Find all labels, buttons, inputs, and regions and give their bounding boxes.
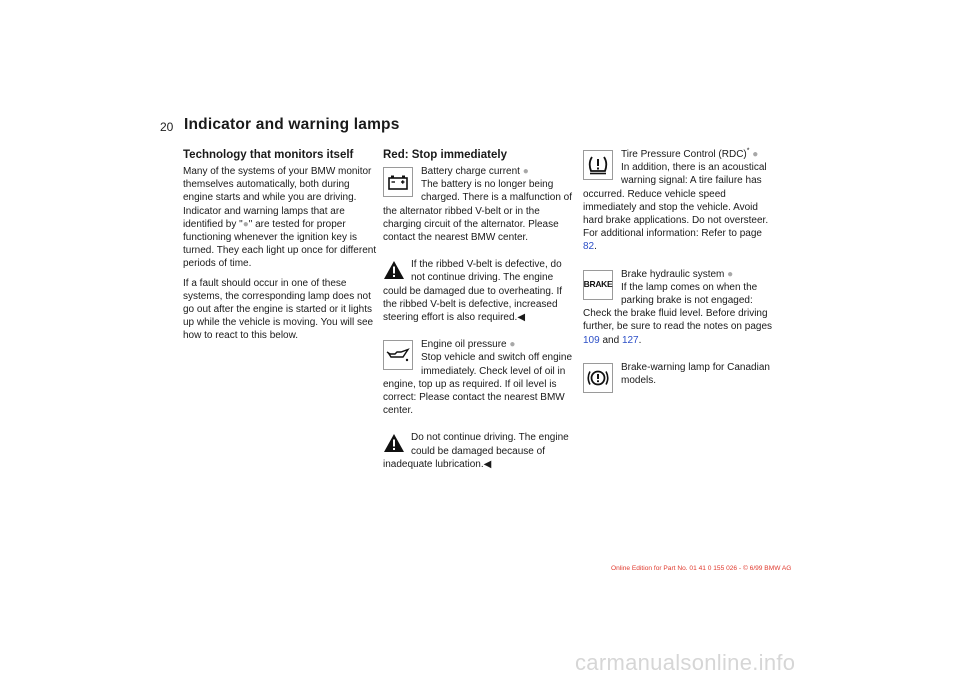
warning-oil: Do not continue driving. The engine coul…	[383, 431, 575, 471]
oil-title: Engine oil pressure	[421, 339, 507, 351]
rdc-text: In addition, there is an acoustical warn…	[583, 162, 769, 227]
section-heading-technology: Technology that monitors itself	[183, 149, 354, 161]
rdc-block: Tire Pressure Control (RDC)* ● In additi…	[583, 148, 775, 254]
column-technology: Technology that monitors itself Many of …	[183, 148, 378, 349]
canada-title: Brake-warning lamp for Canadian models.	[621, 361, 770, 387]
rdc-ref: For additional information: Refer to pag…	[583, 227, 775, 253]
paragraph-intro: Many of the systems of your BMW monitor …	[183, 165, 378, 271]
rdc-title-line: Tire Pressure Control (RDC)* ●	[583, 148, 775, 161]
battery-dot: ●	[522, 166, 529, 177]
brake-and: and	[602, 334, 620, 346]
oil-text: Stop vehicle and switch off engine immed…	[383, 352, 573, 417]
rdc-dot: ●	[752, 149, 759, 160]
brake-block: BRAKE Brake hydraulic system ● If the la…	[583, 268, 775, 347]
battery-title: Battery charge current	[421, 166, 520, 177]
indicator-dot: ●	[242, 218, 249, 230]
intro-text: Many of the systems of your BMW monitor …	[183, 166, 372, 230]
brake-text: If the lamp comes on when the parking br…	[583, 281, 775, 347]
battery-text: The battery is no longer being charged. …	[383, 179, 573, 244]
column-red-stop: Red: Stop immediately Battery charge cur…	[383, 148, 575, 485]
rdc-title: Tire Pressure Control (RDC)	[621, 149, 747, 160]
canada-block: Brake-warning lamp for Canadian models.	[583, 361, 775, 394]
battery-block: Battery charge current ● The battery is …	[383, 165, 575, 244]
brake-period: .	[638, 334, 642, 346]
brake-icon: BRAKE	[583, 269, 613, 300]
warning-vbelt-text: If the ribbed V-belt is defective, do no…	[383, 259, 563, 324]
oil-title-line: Engine oil pressure ●	[383, 338, 575, 351]
oil-dot: ●	[509, 339, 516, 351]
paragraph-fault: If a fault should occur in one of these …	[183, 277, 374, 342]
page-title: Indicator and warning lamps	[184, 116, 400, 133]
oil-can-icon	[383, 340, 413, 371]
brake-icon-label: BRAKE	[583, 279, 613, 290]
end-mark: ◀	[483, 458, 492, 470]
warning-triangle-icon	[383, 433, 405, 453]
watermark: carmanualsonline.info	[575, 650, 796, 675]
intro-text-end: " are tested for proper functioning when…	[183, 218, 377, 270]
page-number: 20	[160, 120, 174, 134]
section-heading-red: Red: Stop immediately	[383, 149, 507, 161]
page-link-109[interactable]: 109	[583, 334, 600, 346]
brake-title-line: Brake hydraulic system ●	[583, 268, 775, 281]
column-lamps: Tire Pressure Control (RDC)* ● In additi…	[583, 148, 775, 408]
warning-oil-text: Do not continue driving. The engine coul…	[383, 432, 569, 470]
battery-title-line: Battery charge current ●	[383, 165, 575, 178]
warning-vbelt: If the ribbed V-belt is defective, do no…	[383, 258, 575, 324]
option-star: *	[746, 147, 750, 155]
rdc-ref-period: .	[594, 241, 597, 253]
page-link-127[interactable]: 127	[621, 334, 639, 346]
warning-triangle-icon	[383, 260, 405, 280]
brake-text-body: If the lamp comes on when the parking br…	[583, 281, 773, 333]
tire-pressure-icon	[583, 150, 613, 180]
brake-dot: ●	[727, 268, 734, 280]
footer-edition: Online Edition for Part No. 01 41 0 155 …	[611, 565, 792, 572]
rdc-ref-text: For additional information: Refer to pag…	[583, 228, 762, 240]
brake-warning-circle-icon	[583, 362, 613, 393]
oil-block: Engine oil pressure ● Stop vehicle and s…	[383, 338, 575, 417]
battery-icon	[383, 167, 413, 197]
end-mark: ◀	[517, 312, 526, 324]
page-link-82[interactable]: 82	[583, 241, 595, 253]
brake-title: Brake hydraulic system	[621, 268, 725, 280]
